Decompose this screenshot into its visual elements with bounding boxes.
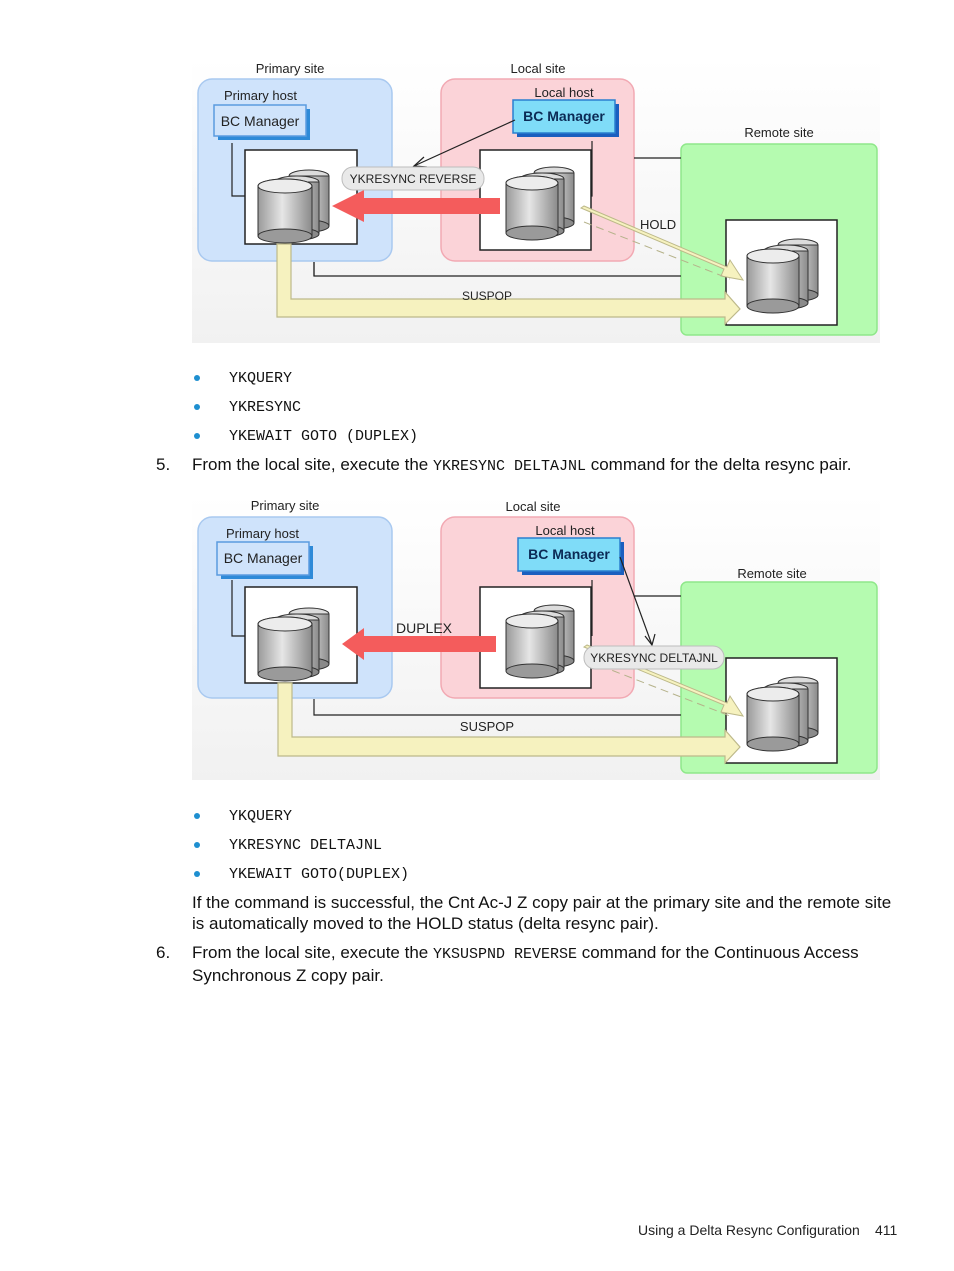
bullet-icon bbox=[194, 404, 200, 410]
bullet-icon bbox=[194, 375, 200, 381]
hold-label: HOLD bbox=[640, 217, 676, 232]
local-disk-stack bbox=[505, 604, 575, 679]
bc-manager-local-label: BC Manager bbox=[528, 546, 610, 562]
local-site-label: Local site bbox=[506, 499, 561, 514]
footer-section-title: Using a Delta Resync Configuration bbox=[638, 1222, 860, 1238]
list-item: YKRESYNC bbox=[192, 397, 301, 417]
bullet-icon bbox=[194, 842, 200, 848]
bullet-icon bbox=[194, 813, 200, 819]
primary-host-label: Primary host bbox=[224, 88, 297, 103]
local-disk-stack bbox=[505, 166, 575, 241]
step-text: command for the Continuous Access bbox=[576, 943, 859, 962]
result-paragraph: If the command is successful, the Cnt Ac… bbox=[192, 892, 897, 934]
command-text: YKQUERY bbox=[229, 807, 293, 825]
list-item: YKQUERY bbox=[192, 368, 292, 388]
step-number: 5. bbox=[156, 455, 171, 474]
step-text: Synchronous Z copy pair. bbox=[192, 966, 384, 985]
command-text: YKQUERY bbox=[229, 369, 293, 387]
command-inline: YKSUSPND REVERSE bbox=[432, 946, 577, 963]
command-pill bbox=[583, 645, 725, 670]
command-label: YKRESYNC REVERSE bbox=[350, 172, 477, 186]
paragraph-line: If the command is successful, the Cnt Ac… bbox=[192, 893, 892, 912]
bc-manager-primary-label: BC Manager bbox=[221, 113, 300, 129]
step-text: command for the delta resync pair. bbox=[585, 455, 852, 474]
suspop-label: SUSPOP bbox=[460, 719, 514, 734]
remote-site-label: Remote site bbox=[737, 566, 806, 581]
step-text: From the local site, execute the bbox=[192, 455, 433, 474]
command-text: YKRESYNC DELTAJNL bbox=[229, 836, 383, 854]
list-item: YKRESYNC DELTAJNL bbox=[192, 835, 382, 855]
list-item: YKEWAIT GOTO(DUPLEX) bbox=[192, 864, 409, 884]
paragraph-line: is automatically moved to the HOLD statu… bbox=[192, 914, 659, 933]
suspop-label: SUSPOP bbox=[462, 289, 512, 303]
bullet-icon bbox=[194, 433, 200, 439]
duplex-label: DUPLEX bbox=[396, 620, 453, 636]
primary-site-label: Primary site bbox=[256, 61, 325, 76]
diagram-ykresync-deltajnl: Primary site Primary host BC Manager Loc… bbox=[192, 495, 880, 780]
bc-manager-local-label: BC Manager bbox=[523, 108, 605, 124]
remote-site-label: Remote site bbox=[744, 125, 813, 140]
bc-manager-primary-box bbox=[213, 104, 307, 137]
yellow-hold-arrow bbox=[579, 205, 745, 281]
command-text: YKEWAIT GOTO (DUPLEX) bbox=[229, 427, 419, 445]
yellow-suspop-arrow bbox=[277, 682, 741, 765]
primary-host-label: Primary host bbox=[226, 526, 299, 541]
command-text: YKRESYNC bbox=[229, 398, 302, 416]
step-number: 6. bbox=[156, 943, 171, 962]
bc-manager-primary-box bbox=[216, 541, 310, 576]
remote-disk-stack bbox=[746, 676, 819, 752]
list-item: YKEWAIT GOTO (DUPLEX) bbox=[192, 426, 418, 446]
page-number: 411 bbox=[875, 1222, 898, 1238]
list-item: YKQUERY bbox=[192, 806, 292, 826]
primary-site-label: Primary site bbox=[251, 498, 320, 513]
command-pill bbox=[341, 166, 485, 191]
remote-disk-stack bbox=[746, 238, 819, 314]
primary-disk-stack bbox=[257, 169, 330, 244]
bullet-icon bbox=[194, 871, 200, 877]
command-inline: YKRESYNC DELTAJNL bbox=[432, 458, 586, 475]
yellow-suspop-arrow bbox=[276, 243, 741, 326]
bc-manager-primary-label: BC Manager bbox=[224, 550, 303, 566]
command-text: YKEWAIT GOTO(DUPLEX) bbox=[229, 865, 410, 883]
step-5-text: From the local site, execute the YKRESYN… bbox=[192, 454, 897, 477]
local-host-label: Local host bbox=[534, 85, 594, 100]
bc-manager-local-box bbox=[517, 537, 621, 572]
red-arrow bbox=[342, 628, 496, 660]
red-arrow bbox=[332, 190, 500, 222]
primary-disk-stack bbox=[257, 607, 330, 682]
local-host-label: Local host bbox=[535, 523, 595, 538]
command-label: YKRESYNC DELTAJNL bbox=[590, 651, 718, 665]
local-site-label: Local site bbox=[511, 61, 566, 76]
step-text: From the local site, execute the bbox=[192, 943, 433, 962]
step-6-text: From the local site, execute the YKSUSPN… bbox=[192, 942, 897, 986]
diagram-ykresync-reverse: Primary site Primary host BC Manager Loc… bbox=[192, 58, 880, 343]
bc-manager-local-box bbox=[512, 99, 616, 134]
